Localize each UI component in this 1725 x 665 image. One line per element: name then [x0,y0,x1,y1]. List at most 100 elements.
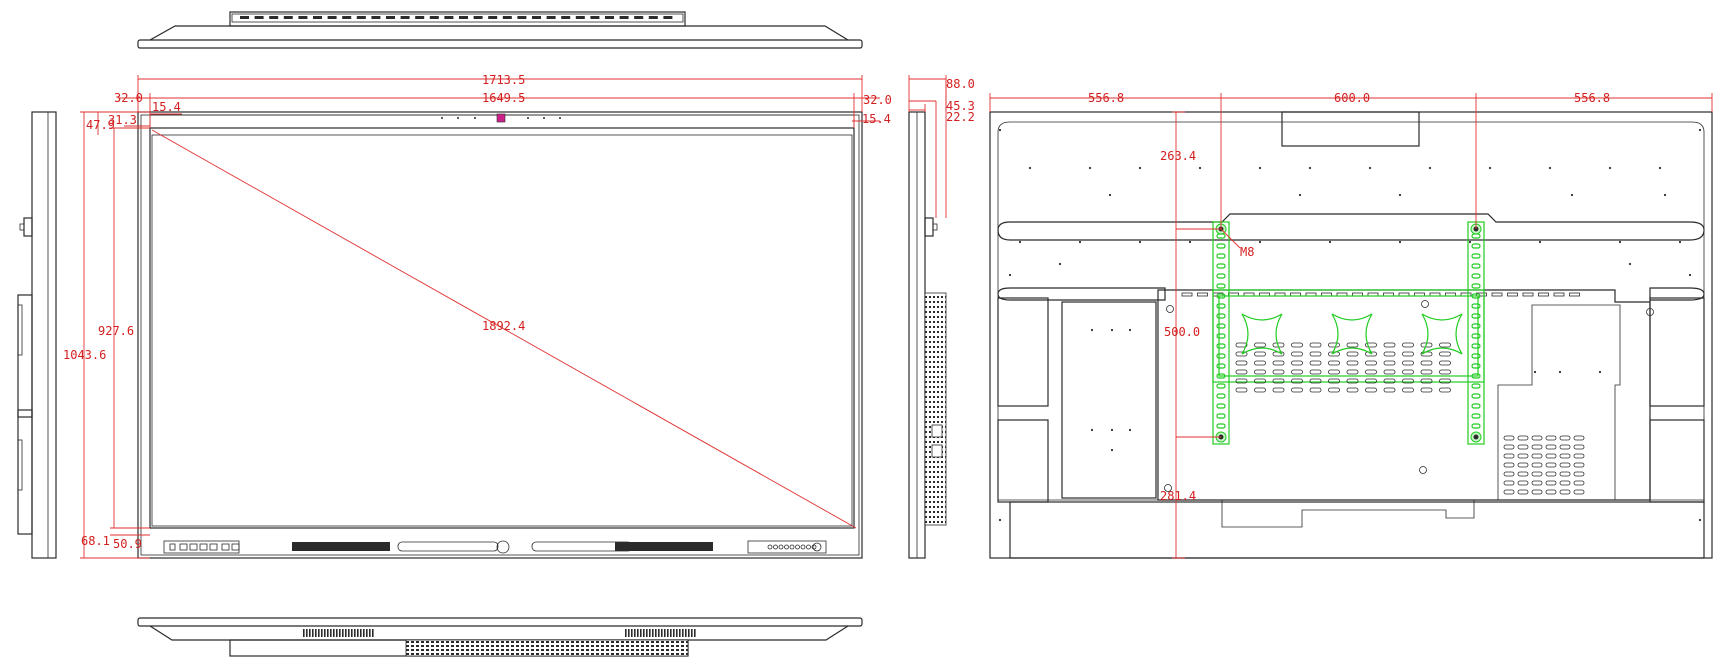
vent-slot [1235,387,1248,393]
vent-slot [1254,360,1266,366]
sensor-dot [474,117,476,119]
vent-slot [1181,292,1193,297]
vent-slot [648,16,658,19]
vent-slot [327,629,329,637]
vent-slot [1545,480,1557,486]
vent-slot [1235,351,1248,357]
vent-slot [1328,369,1340,375]
control-button-icon [811,544,817,550]
bracket-slot [1471,243,1481,249]
vent-slot [643,629,645,637]
vent-slot [1569,292,1580,297]
vent-slot [688,629,690,637]
screw-dot [1090,328,1094,332]
sensor-dot [527,117,529,119]
vent-slot [459,16,468,19]
vesa-height-label: 500.0 [1164,325,1200,339]
left-side-view [17,111,57,559]
bottom-bezel-b-label: 50.9 [113,537,142,551]
left-bezel-label: 32.0 [114,91,143,105]
vent-slot [354,629,356,637]
screw-dot [1618,240,1622,244]
vent-slot [1420,360,1433,366]
vent-slot [306,629,308,637]
vent-slot [1346,369,1359,375]
bracket-slot [1216,383,1226,389]
control-button-icon [789,544,795,550]
vent-slot [1517,444,1529,450]
overall-width-label: 1713.5 [482,73,525,87]
vent-slot [1402,387,1414,393]
sensor-dot [543,117,545,119]
vent-slot [1291,351,1303,357]
right-bezel-label: 32.0 [863,93,892,107]
vent-slot [1503,489,1515,495]
vent-slot [546,16,556,19]
bracket-slot [1471,333,1481,339]
control-button-icon [806,544,811,550]
screw-dot [1078,240,1082,244]
vent-slot [1491,292,1503,297]
screw-dot [1308,166,1312,170]
vent-slot [369,629,371,637]
vent-slot [640,629,642,637]
bracket-slot [1216,343,1226,349]
bracket-slot [1216,243,1226,249]
vent-slot [1365,378,1377,384]
depth-thin-label: 22.2 [946,110,975,124]
vent-slot [649,629,651,637]
vent-slot [664,629,666,637]
vent-slot [1309,369,1322,375]
vent-slot [1503,471,1515,477]
vent-slot [1291,387,1303,393]
mount-hole-icon [1166,305,1174,313]
vent-slot [312,629,314,637]
vent-slot [694,629,696,637]
bottom-view [137,617,863,657]
control-button-icon [773,544,778,550]
vent-slot [1559,444,1571,450]
vent-slot [415,16,425,19]
screw-dot [1138,240,1142,244]
bracket-slot [1471,403,1481,409]
vent-slot [1531,480,1543,486]
vent-slot [1420,369,1433,375]
vent-slot [342,16,352,19]
vent-slot [1559,480,1571,486]
sensor-dot [457,117,459,119]
vent-slot [315,629,317,637]
vent-slot [1439,342,1451,348]
screen-height-label: 927.6 [98,324,134,338]
bracket-slot [1471,283,1481,289]
sensor-dot [441,117,443,119]
vent-slot [1254,387,1266,393]
bracket-slot [1216,333,1226,339]
vent-slot [1503,480,1515,486]
vent-slot [517,16,527,19]
bracket-slot [1216,393,1226,399]
vent-slot [363,629,365,637]
screw-dot [998,128,1002,132]
bracket-slot [1471,293,1481,299]
dimension-lines [80,75,1713,559]
bracket-slot [1471,253,1481,259]
screw-dot [1398,193,1402,197]
mount-hole-icon [1421,300,1429,308]
vent-slot [1439,351,1451,357]
vent-slot [1573,453,1585,459]
vent-slot [298,16,308,19]
vent-slot [1402,342,1414,348]
overall-height-label: 1043.6 [63,348,106,362]
screen-width-label: 1649.5 [482,91,525,105]
vesa-bracket [1212,221,1485,445]
vent-slot [1309,360,1322,366]
vent-slot [333,629,335,637]
vent-slot [327,16,337,19]
vent-slot [254,16,264,19]
screw-dot [1028,166,1032,170]
vent-slot [269,16,279,19]
vent-slot [488,16,498,19]
vent-slot [1573,444,1585,450]
vent-slot [628,629,630,637]
vent-slot [1439,360,1451,366]
